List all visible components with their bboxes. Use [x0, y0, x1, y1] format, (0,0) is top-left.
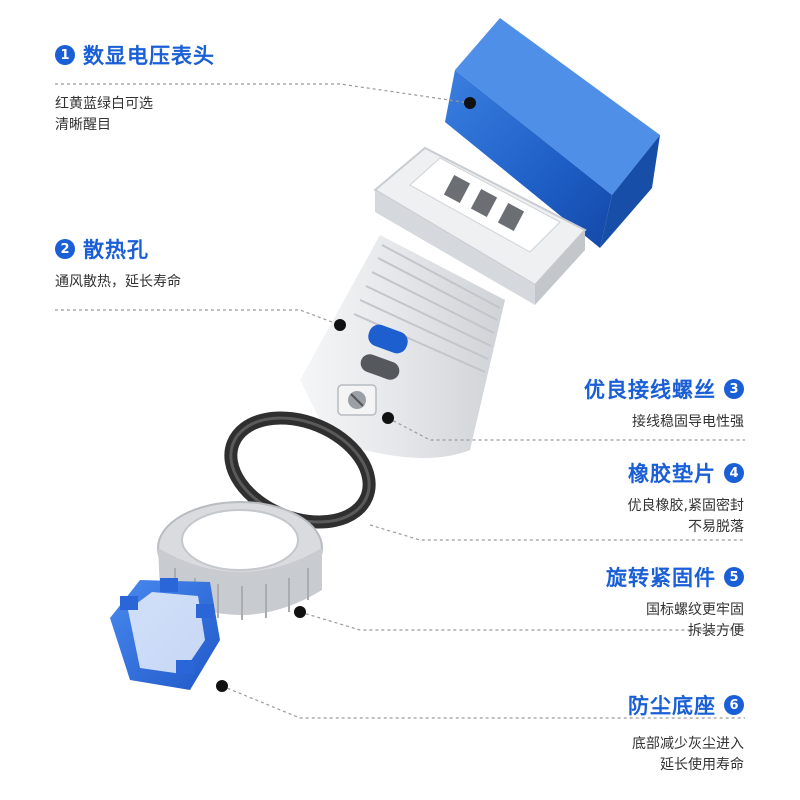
- callout-title: 散热孔: [83, 238, 149, 262]
- callout-description: 底部减少灰尘进入 延长使用寿命: [628, 734, 744, 776]
- callout-line: 接线稳固导电性强: [632, 414, 744, 430]
- callout-description: 接线稳固导电性强: [584, 412, 744, 433]
- callout-6: 防尘底座 6 底部减少灰尘进入 延长使用寿命: [628, 690, 744, 776]
- callout-5: 旋转紧固件 5 国标螺纹更牢固 拆装方便: [606, 562, 744, 642]
- callout-1: 1 数显电压表头 红黄蓝绿白可选 清晰醒目: [55, 40, 215, 136]
- callout-line: 不易脱落: [688, 519, 744, 535]
- callout-number-badge: 1: [55, 45, 75, 65]
- callout-number-badge: 2: [55, 239, 75, 259]
- dust-base: [110, 578, 220, 690]
- callout-line: 优良橡胶,紧固密封: [627, 498, 744, 514]
- callout-line: 红黄蓝绿白可选: [55, 96, 153, 112]
- callout-2: 2 散热孔 通风散热，延长寿命: [55, 234, 181, 293]
- led-digits: [443, 175, 525, 231]
- callout-number-badge: 4: [724, 463, 744, 483]
- callout-description: 优良橡胶,紧固密封 不易脱落: [628, 496, 744, 538]
- display-cover: [445, 18, 660, 248]
- callout-title: 防尘底座: [628, 694, 716, 718]
- callout-number-badge: 5: [724, 567, 744, 587]
- callout-number-badge: 3: [724, 379, 744, 399]
- callout-description: 红黄蓝绿白可选 清晰醒目: [55, 94, 215, 136]
- leader-lines: [55, 83, 745, 719]
- callout-line: 拆装方便: [688, 623, 744, 639]
- callout-title: 旋转紧固件: [606, 566, 716, 590]
- callout-description: 国标螺纹更牢固 拆装方便: [606, 600, 744, 642]
- callout-line: 通风散热，延长寿命: [55, 274, 181, 290]
- meter-housing: [300, 146, 587, 458]
- callout-title: 优良接线螺丝: [584, 378, 716, 402]
- callout-title: 数显电压表头: [83, 44, 215, 68]
- callout-dots: [216, 97, 476, 692]
- callout-3: 优良接线螺丝 3 接线稳固导电性强: [584, 374, 744, 433]
- callout-line: 延长使用寿命: [660, 757, 744, 773]
- callout-number-badge: 6: [724, 695, 744, 715]
- callout-line: 清晰醒目: [55, 117, 111, 133]
- callout-line: 底部减少灰尘进入: [632, 736, 744, 752]
- callout-description: 通风散热，延长寿命: [55, 272, 181, 293]
- callout-title: 橡胶垫片: [628, 462, 716, 486]
- callout-line: 国标螺纹更牢固: [646, 602, 744, 618]
- callout-4: 橡胶垫片 4 优良橡胶,紧固密封 不易脱落: [628, 458, 744, 538]
